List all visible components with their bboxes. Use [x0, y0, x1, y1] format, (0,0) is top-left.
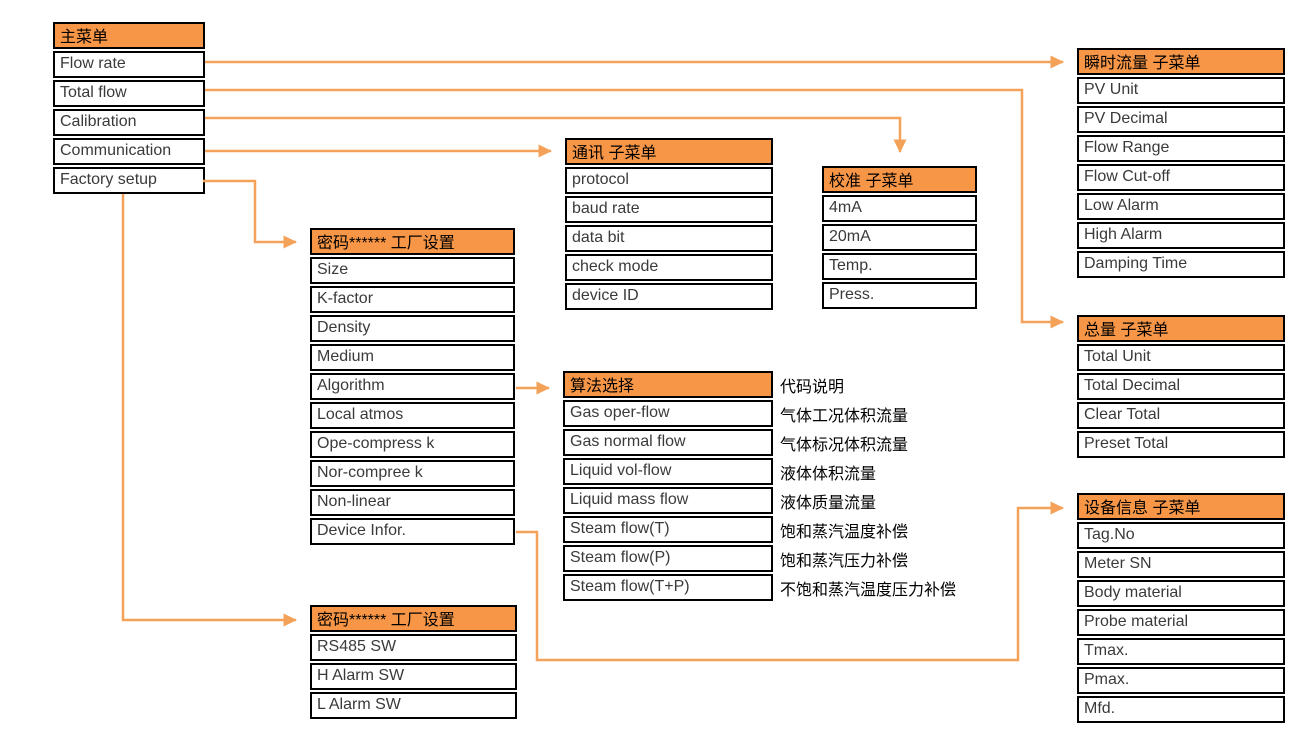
- menu-row: Meter SN: [1077, 551, 1285, 578]
- menu-row: Gas oper-flow: [563, 400, 773, 427]
- menu-row: Liquid mass flow: [563, 487, 773, 514]
- menu-row: 20mA: [822, 224, 977, 251]
- device-info-submenu-box: 设备信息 子菜单 Tag.No Meter SN Body material P…: [1077, 493, 1285, 725]
- menu-row: Total Decimal: [1077, 373, 1285, 400]
- menu-row: Factory setup: [53, 167, 205, 194]
- menu-row: Communication: [53, 138, 205, 165]
- algorithm-select-box: 算法选择 Gas oper-flow Gas normal flow Liqui…: [563, 371, 773, 603]
- calibration-submenu-box: 校准 子菜单 4mA 20mA Temp. Press.: [822, 166, 977, 311]
- instant-flow-submenu-box: 瞬时流量 子菜单 PV Unit PV Decimal Flow Range F…: [1077, 48, 1285, 280]
- menu-row: PV Decimal: [1077, 106, 1285, 133]
- algorithm-description: 气体标况体积流量: [780, 436, 909, 454]
- total-submenu-box: 总量 子菜单 Total Unit Total Decimal Clear To…: [1077, 315, 1285, 460]
- menu-row: K-factor: [310, 286, 515, 313]
- algorithm-description: 液体质量流量: [780, 494, 877, 512]
- menu-row: Density: [310, 315, 515, 342]
- menu-row: Flow rate: [53, 51, 205, 78]
- algorithm-description: 饱和蒸汽压力补偿: [780, 552, 909, 570]
- menu-row: data bit: [565, 225, 773, 252]
- menu-row: Flow Cut-off: [1077, 164, 1285, 191]
- main-menu-header: 主菜单: [53, 22, 205, 49]
- algorithm-description: 气体工况体积流量: [780, 407, 909, 425]
- menu-row: Steam flow(T+P): [563, 574, 773, 601]
- menu-row: Preset Total: [1077, 431, 1285, 458]
- factory-setup-box-1: 密码****** 工厂设置 Size K-factor Density Medi…: [310, 228, 515, 547]
- menu-row: High Alarm: [1077, 222, 1285, 249]
- menu-row: L Alarm SW: [310, 692, 517, 719]
- algorithm-description-title: 代码说明: [780, 378, 845, 396]
- menu-row: Ope-compress k: [310, 431, 515, 458]
- menu-row: baud rate: [565, 196, 773, 223]
- menu-row: Liquid vol-flow: [563, 458, 773, 485]
- menu-row: device ID: [565, 283, 773, 310]
- main-menu-box: 主菜单 Flow rate Total flow Calibration Com…: [53, 22, 205, 196]
- menu-row: Tag.No: [1077, 522, 1285, 549]
- connector-factory-setup-to-factory1: [203, 179, 297, 249]
- menu-row: Temp.: [822, 253, 977, 280]
- menu-row: Size: [310, 257, 515, 284]
- algorithm-description: 不饱和蒸汽温度压力补偿: [780, 581, 957, 599]
- menu-row: Body material: [1077, 580, 1285, 607]
- factory-setup-header-1: 密码****** 工厂设置: [310, 228, 515, 255]
- menu-row: PV Unit: [1077, 77, 1285, 104]
- algorithm-description-column: 代码说明 气体工况体积流量 气体标况体积流量 液体体积流量 液体质量流量 饱和蒸…: [780, 371, 956, 603]
- menu-row: Flow Range: [1077, 135, 1285, 162]
- calibration-submenu-header: 校准 子菜单: [822, 166, 977, 193]
- menu-row: Medium: [310, 344, 515, 371]
- menu-row: Non-linear: [310, 489, 515, 516]
- menu-row: Low Alarm: [1077, 193, 1285, 220]
- algorithm-select-header: 算法选择: [563, 371, 773, 398]
- menu-row: Steam flow(P): [563, 545, 773, 572]
- instant-flow-submenu-header: 瞬时流量 子菜单: [1077, 48, 1285, 75]
- menu-row: Nor-compree k: [310, 460, 515, 487]
- device-info-submenu-header: 设备信息 子菜单: [1077, 493, 1285, 520]
- menu-row: Tmax.: [1077, 638, 1285, 665]
- menu-row: Pmax.: [1077, 667, 1285, 694]
- menu-row: Steam flow(T): [563, 516, 773, 543]
- connector-calibration-to-calib: [205, 116, 907, 153]
- menu-row: Local atmos: [310, 402, 515, 429]
- menu-row: Device Infor.: [310, 518, 515, 545]
- menu-row: Total Unit: [1077, 344, 1285, 371]
- communication-submenu-box: 通讯 子菜单 protocol baud rate data bit check…: [565, 138, 773, 312]
- factory-setup-box-2: 密码****** 工厂设置 RS485 SW H Alarm SW L Alar…: [310, 605, 517, 721]
- menu-row: RS485 SW: [310, 634, 517, 661]
- menu-row: Probe material: [1077, 609, 1285, 636]
- total-submenu-header: 总量 子菜单: [1077, 315, 1285, 342]
- algorithm-description: 饱和蒸汽温度补偿: [780, 523, 909, 541]
- menu-row: check mode: [565, 254, 773, 281]
- menu-row: Gas normal flow: [563, 429, 773, 456]
- menu-row: Damping Time: [1077, 251, 1285, 278]
- menu-row: Clear Total: [1077, 402, 1285, 429]
- factory-setup-header-2: 密码****** 工厂设置: [310, 605, 517, 632]
- menu-row: Algorithm: [310, 373, 515, 400]
- menu-row: Mfd.: [1077, 696, 1285, 723]
- menu-row: Calibration: [53, 109, 205, 136]
- menu-row: 4mA: [822, 195, 977, 222]
- menu-row: Total flow: [53, 80, 205, 107]
- algorithm-description: 液体体积流量: [780, 465, 877, 483]
- menu-row: Press.: [822, 282, 977, 309]
- communication-submenu-header: 通讯 子菜单: [565, 138, 773, 165]
- menu-row: H Alarm SW: [310, 663, 517, 690]
- connector-factory-setup-to-factory2: [121, 194, 297, 627]
- menu-row: protocol: [565, 167, 773, 194]
